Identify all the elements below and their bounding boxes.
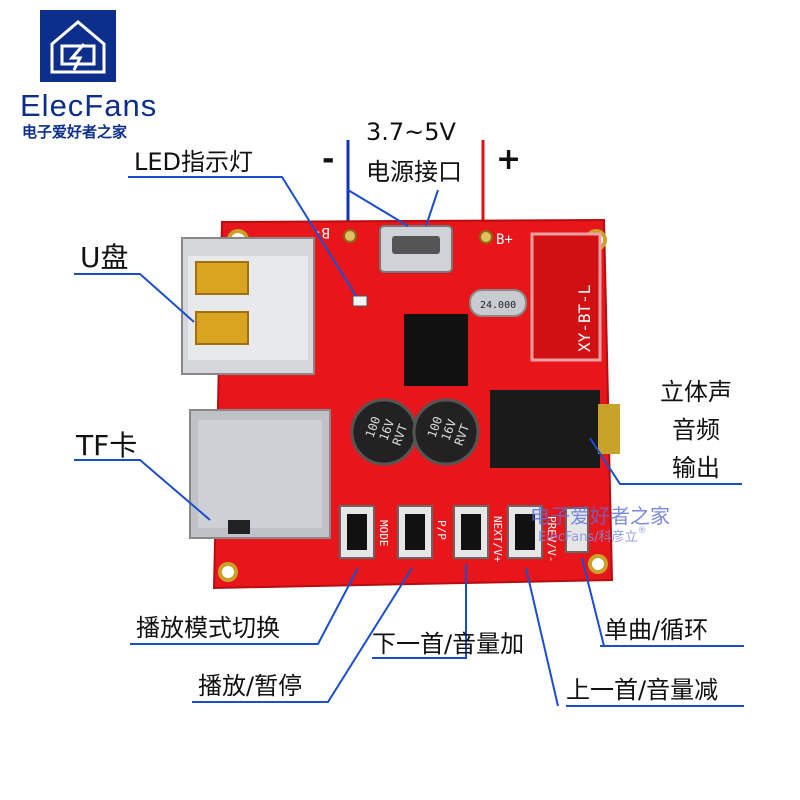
- usb-label: U盘: [80, 241, 129, 274]
- voltage-label: 3.7~5V: [366, 118, 456, 146]
- play-pause-label: 播放/暂停: [198, 672, 303, 700]
- btn1-silk: MODE: [377, 520, 390, 547]
- crystal-oscillator: [469, 289, 527, 317]
- btn3-silk: NEXT/V+: [491, 516, 504, 563]
- audio-label-3: 输出: [672, 454, 720, 482]
- elecfans-logo-icon: [40, 10, 116, 82]
- btn2-silk: P/P: [435, 520, 448, 540]
- tf-label: TF卡: [76, 429, 138, 462]
- cap1-text-3: RVT: [390, 422, 411, 447]
- audio-jack: [490, 390, 600, 468]
- watermark-line2: ElecFans/科彦立®: [538, 526, 647, 545]
- next-vol-up-label: 下一首/音量加: [372, 630, 525, 658]
- button-mode: [339, 505, 375, 559]
- board-model-label: XY-BT-L: [575, 285, 594, 352]
- leader-usb: [74, 273, 195, 323]
- btn4-silk: PREV/V-: [545, 516, 558, 562]
- pcb-antenna: [530, 232, 602, 362]
- mode-label: 播放模式切换: [136, 614, 280, 642]
- power-port-label: 电源接口: [366, 158, 462, 186]
- leader-led: [128, 176, 357, 297]
- prev-vol-down-label: 上一首/音量减: [566, 676, 719, 704]
- leader-tf: [74, 459, 211, 521]
- cap2-text-2: 16V: [439, 417, 460, 442]
- watermark-line1: 电子爱好者之家: [530, 504, 670, 528]
- pad-plus-label: B+: [496, 232, 513, 248]
- single-loop-label: 单曲/循环: [604, 616, 709, 644]
- logo-subtitle: 电子爱好者之家: [22, 123, 128, 141]
- cap2-text-1: 100: [425, 415, 446, 440]
- button-play-pause: [397, 505, 433, 559]
- watermark-line2-text: ElecFans/科彦立: [538, 530, 638, 545]
- leader-next: [372, 564, 467, 659]
- registered-icon: ®: [637, 526, 647, 536]
- button-prev: [507, 505, 543, 559]
- button-loop: [565, 507, 589, 553]
- minus-sign: -: [322, 142, 335, 177]
- main-chip: [404, 314, 468, 386]
- leader-power-port-left: [347, 189, 409, 227]
- leader-power-port: [425, 189, 439, 227]
- leader-play: [192, 567, 413, 703]
- leader-mode: [130, 567, 359, 645]
- leader-audio: [589, 437, 742, 485]
- leader-loop: [581, 557, 605, 647]
- bluetooth-decoder-board: B- B+ 24.000 XY-BT-L 100 16V RVT 100 16V…: [181, 218, 620, 590]
- logo-name: ElecFans: [20, 88, 158, 123]
- audio-label-2: 音频: [672, 416, 720, 444]
- audio-label-1: 立体声: [660, 378, 732, 406]
- pad-minus-label: B-: [313, 224, 330, 240]
- led-indicator: [352, 295, 368, 307]
- capacitor-2: [412, 398, 480, 466]
- leader-lines: [74, 176, 744, 707]
- led-label: LED指示灯: [134, 148, 254, 176]
- crystal-label: 24.000: [480, 300, 516, 311]
- cap2-text-3: RVT: [452, 422, 473, 447]
- cap1-text-2: 16V: [377, 417, 398, 442]
- cap1-text-1: 100: [363, 415, 384, 440]
- plus-sign: +: [496, 142, 522, 177]
- button-next: [453, 505, 489, 559]
- leader-prev: [525, 567, 559, 707]
